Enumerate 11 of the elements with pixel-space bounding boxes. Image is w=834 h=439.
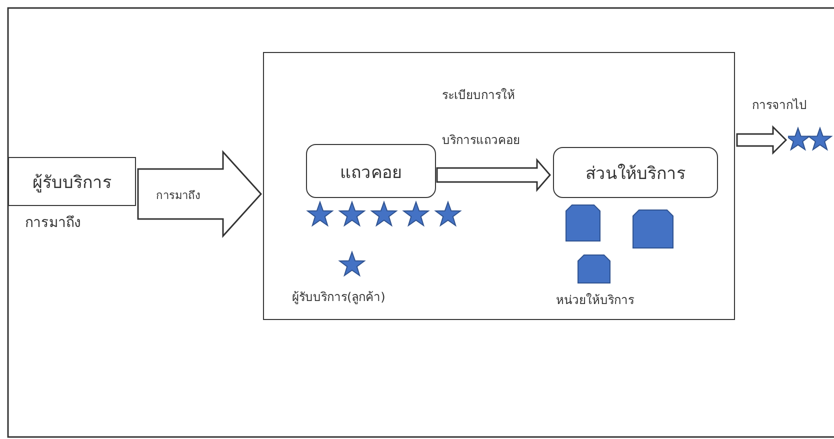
process-box: แถวคอย — [306, 144, 436, 198]
system-frame — [263, 52, 735, 320]
block-arrow — [736, 125, 788, 155]
caption-text: หน่วยให้บริการ — [556, 292, 634, 309]
caption-text: ผู้รับบริการ(ลูกค้า) — [292, 289, 386, 306]
block-arrow — [436, 158, 551, 192]
heading-text: ระเบียบการให้ บริการแถวคอย — [442, 87, 521, 149]
stars-drawing — [788, 126, 834, 154]
process-box: ส่วนให้บริการ — [553, 147, 718, 198]
process-box: ผู้รับบริการ — [8, 157, 136, 206]
caption-text: การมาถึง — [25, 214, 81, 233]
